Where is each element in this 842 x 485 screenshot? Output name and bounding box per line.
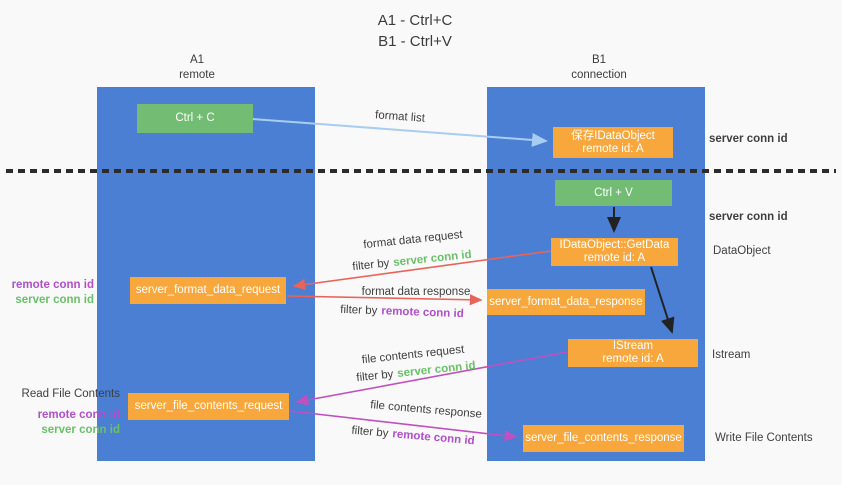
lane-header-a1: A1 remote: [137, 53, 257, 83]
label-format-list: format list: [374, 109, 426, 125]
node-server-file-contents-response: server_file_contents_response: [523, 425, 684, 452]
node-format-request-label: server_format_data_request: [135, 284, 281, 296]
remote-conn-id-text: remote conn id: [381, 305, 464, 321]
node-ctrl-v-label: Ctrl + V: [594, 186, 633, 199]
divider-dashed-line: [6, 169, 836, 173]
label-block-file-ids: Read File Contents remote conn id server…: [22, 387, 120, 438]
node-file-response-label: server_file_contents_response: [525, 432, 682, 444]
server-conn-id-text: server conn id: [392, 248, 473, 269]
lane-a1-name: A1: [189, 54, 205, 66]
label-format-data-request: format data request: [362, 228, 464, 252]
lane-b1-name: B1: [591, 54, 607, 66]
label-dataobject: DataObject: [713, 245, 771, 257]
label-write-file-contents: Write File Contents: [715, 432, 813, 444]
node-getdata-line1: IDataObject::GetData: [559, 239, 670, 251]
filter-by-text: filter by: [350, 424, 389, 440]
label-file-contents-response: file contents response: [369, 399, 483, 421]
filter-by-text: filter by: [340, 303, 378, 318]
node-istream-line1: IStream: [612, 340, 654, 352]
label-server-conn-id-right-mid: server conn id: [709, 211, 788, 223]
node-save-idataobject: 保存IDataObject remote id: A: [553, 127, 673, 158]
lane-header-b1: B1 connection: [539, 53, 659, 83]
label-read-file-contents: Read File Contents: [21, 388, 120, 400]
node-istream: IStream remote id: A: [568, 339, 698, 367]
node-ctrl-v: Ctrl + V: [555, 180, 672, 206]
lane-b1-subtitle: connection: [571, 69, 627, 81]
node-ctrl-c-label: Ctrl + C: [175, 112, 215, 124]
node-server-format-data-response: server_format_data_response: [487, 289, 645, 315]
diagram-title: A1 - Ctrl+C B1 - Ctrl+V: [330, 10, 500, 52]
title-line-1: A1 - Ctrl+C: [377, 12, 453, 29]
node-istream-line2: remote id: A: [602, 353, 664, 365]
node-save-idataobject-line2: remote id: A: [582, 142, 644, 155]
label-istream: Istream: [712, 349, 751, 361]
node-idataobject-getdata: IDataObject::GetData remote id: A: [551, 238, 678, 266]
node-server-file-contents-request: server_file_contents_request: [128, 393, 289, 420]
title-line-2: B1 - Ctrl+V: [378, 33, 452, 50]
server-conn-id-left-2: server conn id: [41, 424, 120, 436]
label-server-conn-id-right-top: server conn id: [709, 133, 788, 145]
server-conn-id-left-1: server conn id: [15, 294, 94, 306]
label-block-format-ids: remote conn id server conn id: [12, 278, 94, 308]
node-save-idataobject-line1: 保存IDataObject: [571, 129, 655, 142]
lane-a1-subtitle: remote: [179, 69, 215, 81]
node-format-response-label: server_format_data_response: [489, 295, 643, 308]
remote-conn-id-left-2: remote conn id: [37, 409, 120, 421]
remote-conn-id-left-1: remote conn id: [11, 279, 94, 291]
label-format-data-response: format data response: [361, 286, 471, 298]
server-conn-id-text: server conn id: [396, 359, 477, 380]
remote-conn-id-text: remote conn id: [391, 428, 476, 448]
node-ctrl-c: Ctrl + C: [137, 104, 253, 133]
node-server-format-data-request: server_format_data_request: [130, 277, 286, 304]
filter-by-text: filter by: [355, 368, 394, 385]
node-file-request-label: server_file_contents_request: [134, 400, 283, 412]
filter-by-text: filter by: [351, 257, 390, 274]
node-getdata-line2: remote id: A: [583, 252, 646, 264]
